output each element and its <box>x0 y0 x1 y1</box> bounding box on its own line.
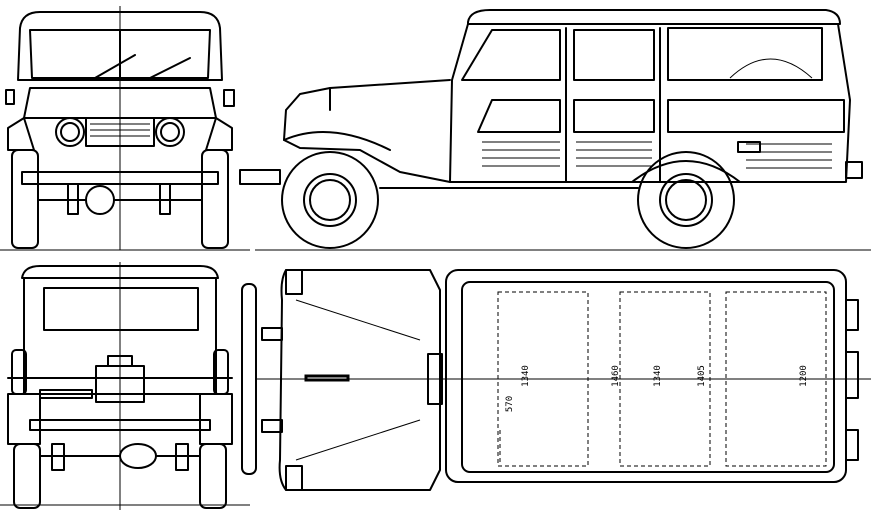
dimension-label: 1340 <box>521 365 531 387</box>
front-view <box>0 6 250 251</box>
top-view: 1340 1460 1340 1405 1200 570 <box>241 269 871 491</box>
dimension-label: 570 <box>505 396 515 412</box>
side-view <box>239 9 871 251</box>
dimension-label: 1340 <box>653 365 663 387</box>
dimension-label: 1460 <box>611 365 621 387</box>
dimension-label: 1405 <box>697 365 707 387</box>
rear-view <box>0 262 250 510</box>
dimension-label: 1200 <box>799 365 809 387</box>
